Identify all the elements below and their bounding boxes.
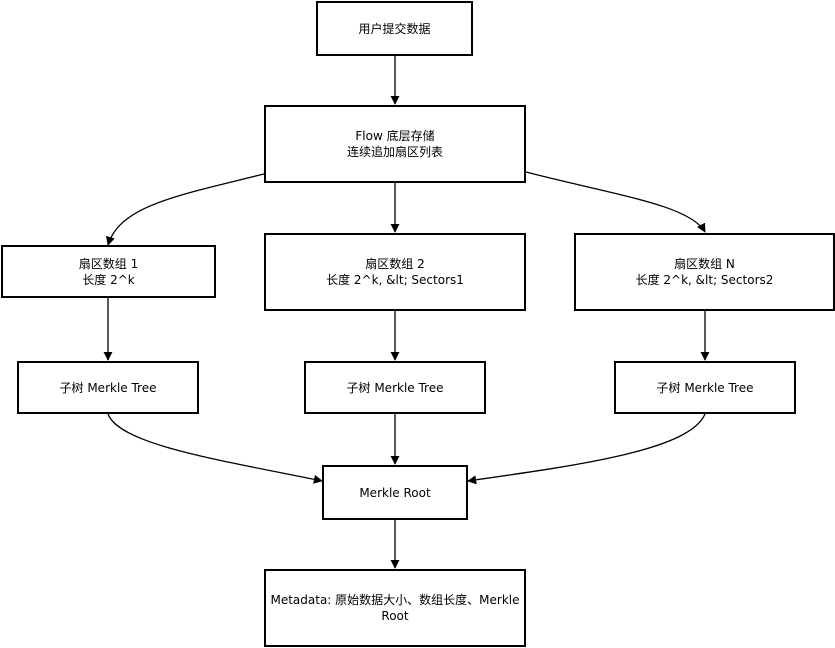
- node-metadata: Metadata: 原始数据大小、数组长度、Merkle Root: [264, 569, 526, 647]
- node-submit-label: 用户提交数据: [358, 21, 431, 36]
- node-submit: 用户提交数据: [316, 1, 473, 56]
- node-subtreeN: 子树 Merkle Tree: [614, 361, 796, 414]
- node-sector1-label-2: 长度 2^k: [82, 272, 135, 287]
- node-subtree2-label: 子树 Merkle Tree: [346, 380, 444, 395]
- node-sector2-label-2: 长度 2^k, &lt; Sectors1: [326, 273, 464, 287]
- arrow-subtreeN-to-root: [467, 413, 706, 485]
- node-flow: Flow 底层存储 连续追加扇区列表: [264, 105, 526, 183]
- node-flow-label-2: 连续追加扇区列表: [346, 145, 443, 159]
- node-sector2-label-1: 扇区数组 2: [365, 257, 425, 271]
- node-sector2: 扇区数组 2 长度 2^k, &lt; Sectors1: [264, 233, 526, 311]
- arrow-flow-to-sectorN: [525, 171, 706, 233]
- node-subtreeN-label: 子树 Merkle Tree: [656, 380, 754, 395]
- node-subtree1-label: 子树 Merkle Tree: [59, 380, 157, 395]
- node-sectorN-label-2: 长度 2^k, &lt; Sectors2: [635, 273, 774, 287]
- node-sector1-label-1: 扇区数组 1: [78, 256, 139, 271]
- node-merkle-root: Merkle Root: [322, 465, 468, 520]
- node-subtree2: 子树 Merkle Tree: [304, 361, 486, 414]
- node-sectorN: 扇区数组 N 长度 2^k, &lt; Sectors2: [574, 233, 835, 311]
- node-merkle-root-label: Merkle Root: [359, 485, 431, 500]
- node-sector1: 扇区数组 1 长度 2^k: [1, 245, 216, 298]
- node-metadata-label-2: Root: [381, 609, 409, 623]
- node-sectorN-label-1: 扇区数组 N: [674, 257, 735, 271]
- node-metadata-label-1: Metadata: 原始数据大小、数组长度、Merkle: [270, 593, 520, 607]
- node-flow-label-1: Flow 底层存储: [355, 129, 435, 143]
- arrow-flow-to-sector1: [106, 173, 265, 246]
- node-subtree1: 子树 Merkle Tree: [17, 361, 199, 414]
- arrow-subtree1-to-root: [107, 413, 323, 484]
